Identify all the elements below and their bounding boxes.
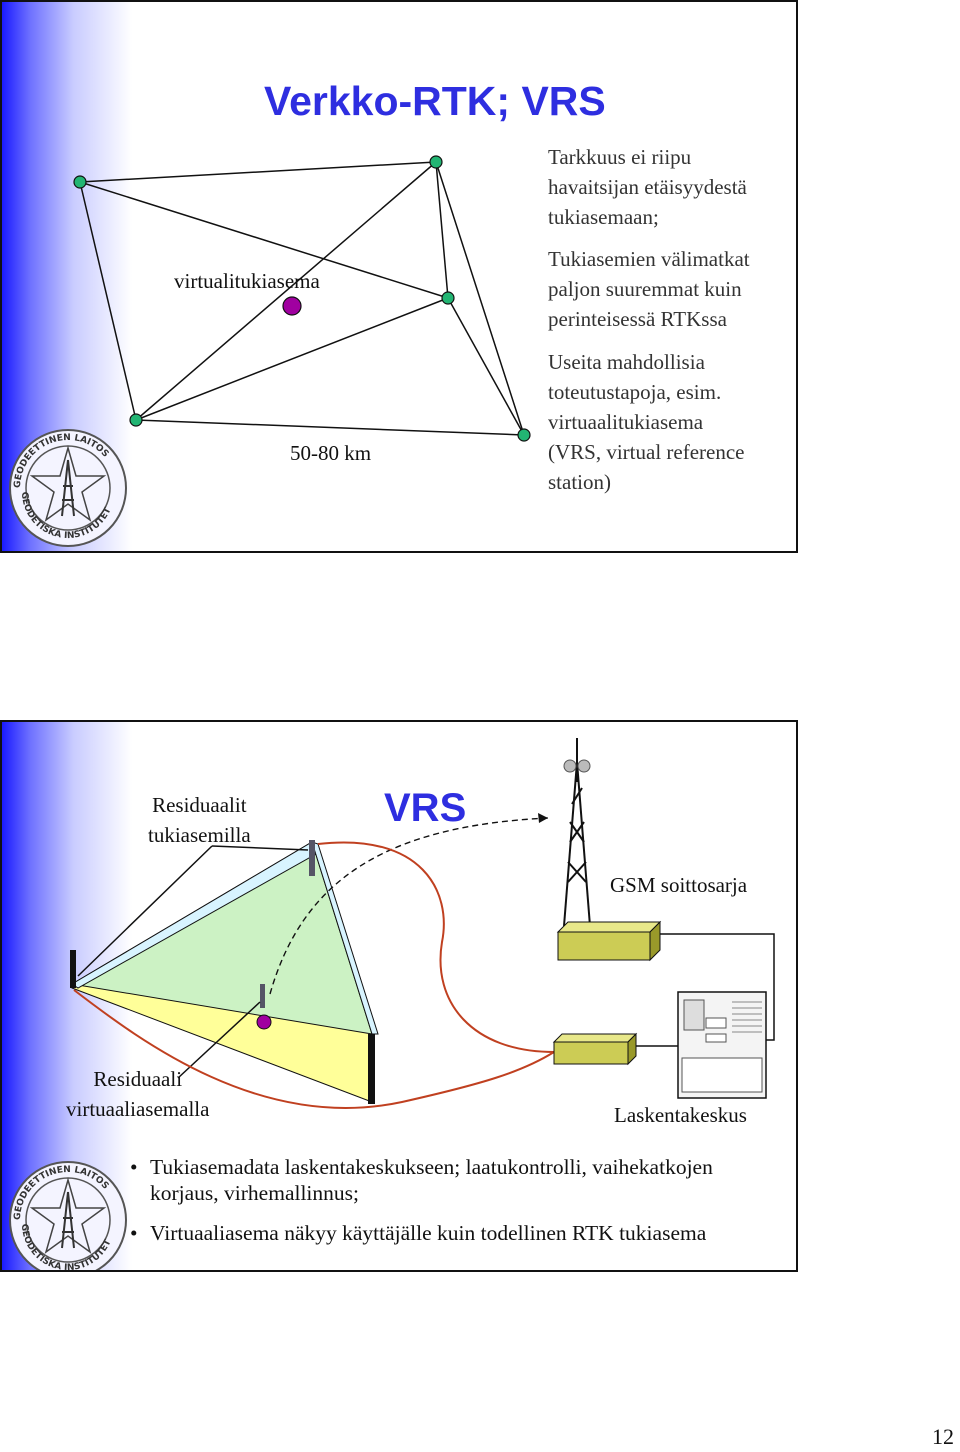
paragraph-implementations: Useita mahdollisia toteutustapoja, esim.… bbox=[548, 350, 745, 494]
paragraph-distances: Tukiasemien välimatkat paljon suuremmat … bbox=[548, 247, 750, 331]
slide-vrs-data-flow: GEODEETTINEN LAITOS GEODETISKA INSTITUTE… bbox=[0, 720, 798, 1272]
station-network-diagram bbox=[73, 155, 531, 442]
base-station-1 bbox=[73, 175, 87, 189]
residual-virtual-label: Residuaali virtuaaliasemalla bbox=[66, 1067, 210, 1121]
virtual-station-label: virtualitukiasema bbox=[174, 269, 320, 293]
computing-modem-box bbox=[552, 1032, 638, 1066]
computing-center-label: Laskentakeskus bbox=[614, 1103, 747, 1127]
station-pole-right bbox=[368, 1034, 375, 1104]
slide-title: Verkko-RTK; VRS bbox=[264, 78, 606, 124]
virtual-station-pole bbox=[260, 984, 265, 1008]
slide-vrs-network: GEODEETTINEN LAITOS GEODETISKA INSTITUTE… bbox=[0, 0, 798, 553]
paragraph-accuracy: Tarkkuus ei riipu havaitsijan etäisyydes… bbox=[548, 145, 747, 229]
geodetic-institute-seal-logo: GEODEETTINEN LAITOS GEODETISKA INSTITUTE… bbox=[9, 429, 127, 547]
gsm-to-server-link bbox=[660, 933, 775, 1041]
gsm-label: GSM soittosarja bbox=[610, 873, 748, 897]
station-pole-left bbox=[70, 950, 76, 988]
geodetic-institute-seal-logo: GEODEETTINEN LAITOS GEODETISKA INSTITUTE… bbox=[9, 1161, 127, 1270]
vrs-label: VRS bbox=[384, 786, 467, 830]
vrs-data-link bbox=[269, 817, 549, 995]
base-station-3 bbox=[441, 291, 455, 305]
gsm-tower-icon bbox=[563, 738, 591, 927]
virtual-station-marker bbox=[256, 1014, 272, 1030]
base-station-4 bbox=[129, 413, 143, 427]
gsm-modem-box bbox=[556, 920, 662, 962]
residuals-stations-label: Residuaalit tukiasemilla bbox=[148, 793, 251, 847]
bullet-item: •Tukiasemadata laskentakeskukseen; laatu… bbox=[130, 1155, 713, 1205]
server-computer-icon bbox=[677, 991, 767, 1099]
cable-station-top bbox=[317, 841, 555, 1053]
bullet-list: •Tukiasemadata laskentakeskukseen; laatu… bbox=[128, 1154, 713, 1260]
distance-label: 50-80 km bbox=[290, 441, 372, 465]
vrs-system-diagram bbox=[70, 738, 775, 1109]
virtual-station-marker bbox=[282, 296, 302, 316]
base-station-2 bbox=[429, 155, 443, 169]
bullet-item: •Virtuaaliasema näkyy käyttäjälle kuin t… bbox=[130, 1221, 707, 1245]
base-station-5 bbox=[517, 428, 531, 442]
page-number: 12 bbox=[932, 1424, 954, 1449]
cable-station-left bbox=[73, 989, 555, 1109]
station-pole-top bbox=[309, 840, 315, 876]
